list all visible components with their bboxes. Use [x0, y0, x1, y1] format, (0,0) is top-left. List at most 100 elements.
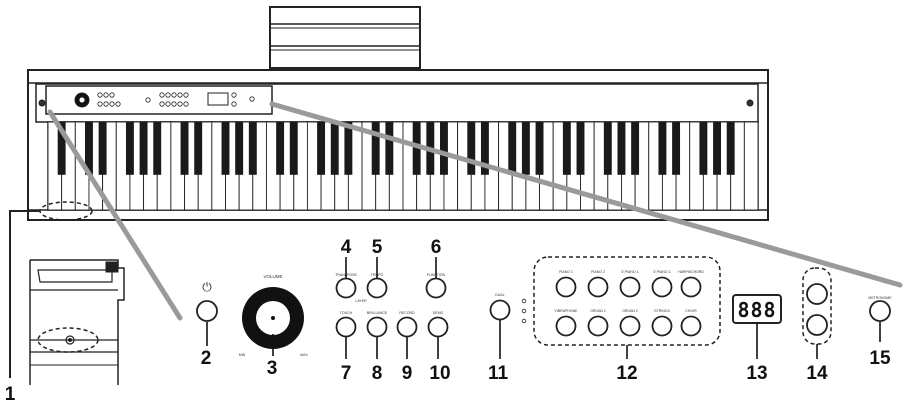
callout-numbers: 1 2 3 4 5 6 7 8 9 10 11 12 13 14 15: [5, 237, 891, 405]
touch-button[interactable]: [335, 316, 357, 338]
black-key: [276, 122, 285, 175]
black-key: [317, 122, 326, 175]
voice-button[interactable]: [680, 276, 702, 298]
callout-9: 9: [402, 363, 413, 384]
black-key: [98, 122, 107, 175]
function-buttons: TRANSPOSE TEMPO LAYER FUNCTION TOUCH BRI…: [335, 273, 449, 338]
dual-label: DUAL: [495, 293, 504, 297]
black-key: [235, 122, 244, 175]
dual-control: DUAL: [489, 293, 527, 324]
voice-button[interactable]: [587, 276, 609, 298]
white-key: [743, 121, 759, 211]
voice-label: E.PIANO 2: [653, 270, 670, 274]
metronome-control: METRONOME: [868, 296, 892, 322]
black-key: [139, 122, 148, 175]
black-key: [125, 122, 134, 175]
callout-1: 1: [5, 384, 16, 405]
black-key: [726, 122, 735, 175]
black-key: [330, 122, 339, 175]
black-key: [535, 122, 544, 175]
black-key: [603, 122, 612, 175]
black-key: [576, 122, 585, 175]
callout-13: 13: [746, 363, 767, 384]
voice-label: E.PIANO 1: [621, 270, 638, 274]
black-key: [248, 122, 257, 175]
power-icon: ⏻: [202, 280, 212, 294]
callout-12: 12: [616, 363, 637, 384]
black-key: [658, 122, 667, 175]
black-key: [467, 122, 476, 175]
led-display: 888: [732, 294, 782, 324]
demo-button[interactable]: [427, 316, 449, 338]
highlight-ellipse-jack: [37, 327, 99, 353]
layer-label: LAYER: [355, 299, 367, 303]
black-key: [412, 122, 421, 175]
touch-label: TOUCH: [340, 311, 353, 315]
voice-button[interactable]: [651, 276, 673, 298]
voice-button[interactable]: [651, 315, 673, 337]
black-key: [289, 122, 298, 175]
black-key: [508, 122, 517, 175]
strip-display-icon: [207, 92, 229, 106]
volume-label: VOLUME: [263, 274, 282, 279]
transpose-button[interactable]: [335, 277, 357, 299]
volume-max-label: MAX: [300, 353, 308, 357]
callout-7: 7: [341, 363, 352, 384]
callout-6: 6: [431, 237, 442, 258]
voice-button[interactable]: [619, 315, 641, 337]
voice-button[interactable]: [619, 276, 641, 298]
display-digits: 888: [737, 298, 776, 322]
callout-15: 15: [869, 348, 891, 369]
control-panel-strip: [45, 85, 273, 115]
black-key: [713, 122, 721, 175]
volume-control: VOLUME MIN MAX: [239, 274, 309, 357]
headphone-jack-icon: [65, 335, 75, 345]
tempo-button[interactable]: [366, 277, 388, 299]
down-button[interactable]: [806, 314, 828, 336]
right-screw: [746, 99, 754, 107]
voice-label: CHOIR: [685, 309, 697, 313]
dual-button[interactable]: [489, 299, 511, 321]
brilliance-label: BRILLIANCE: [367, 311, 388, 315]
left-screw: [38, 99, 46, 107]
record-button[interactable]: [396, 316, 418, 338]
black-key: [521, 122, 530, 175]
callout-2: 2: [201, 348, 212, 369]
callout-5: 5: [372, 237, 383, 258]
black-key: [631, 122, 640, 175]
volume-min-label: MIN: [239, 353, 246, 357]
black-key: [57, 122, 66, 175]
callout-3: 3: [267, 358, 278, 379]
voice-label: PIANO 2: [591, 270, 605, 274]
black-key: [180, 122, 189, 175]
voice-label: ORGAN 1: [590, 309, 606, 313]
black-key: [385, 122, 394, 175]
black-key: [562, 122, 571, 175]
voice-label: STRINGS: [654, 309, 670, 313]
voice-button[interactable]: [587, 315, 609, 337]
voice-label: ORGAN 2: [622, 309, 638, 313]
black-key: [85, 122, 93, 175]
callout-8: 8: [372, 363, 383, 384]
voice-label: PIANO 1: [559, 270, 573, 274]
callout-14: 14: [806, 363, 828, 384]
black-key: [440, 122, 448, 175]
function-button[interactable]: [425, 277, 447, 299]
voice-button[interactable]: [680, 315, 702, 337]
voice-group-outline: [533, 256, 721, 346]
voice-label: VIBRAPHONE: [555, 309, 579, 313]
voice-button[interactable]: [555, 315, 577, 337]
black-key: [371, 122, 380, 175]
metronome-button[interactable]: [869, 300, 891, 322]
voice-button[interactable]: [555, 276, 577, 298]
up-button[interactable]: [806, 283, 828, 305]
power-button[interactable]: [196, 300, 218, 322]
brilliance-button[interactable]: [366, 316, 388, 338]
black-key: [153, 122, 162, 175]
black-key: [699, 122, 708, 175]
black-key: [672, 122, 681, 175]
callout-pointers: [206, 257, 881, 359]
black-key: [480, 122, 489, 175]
music-rest: [269, 6, 421, 69]
